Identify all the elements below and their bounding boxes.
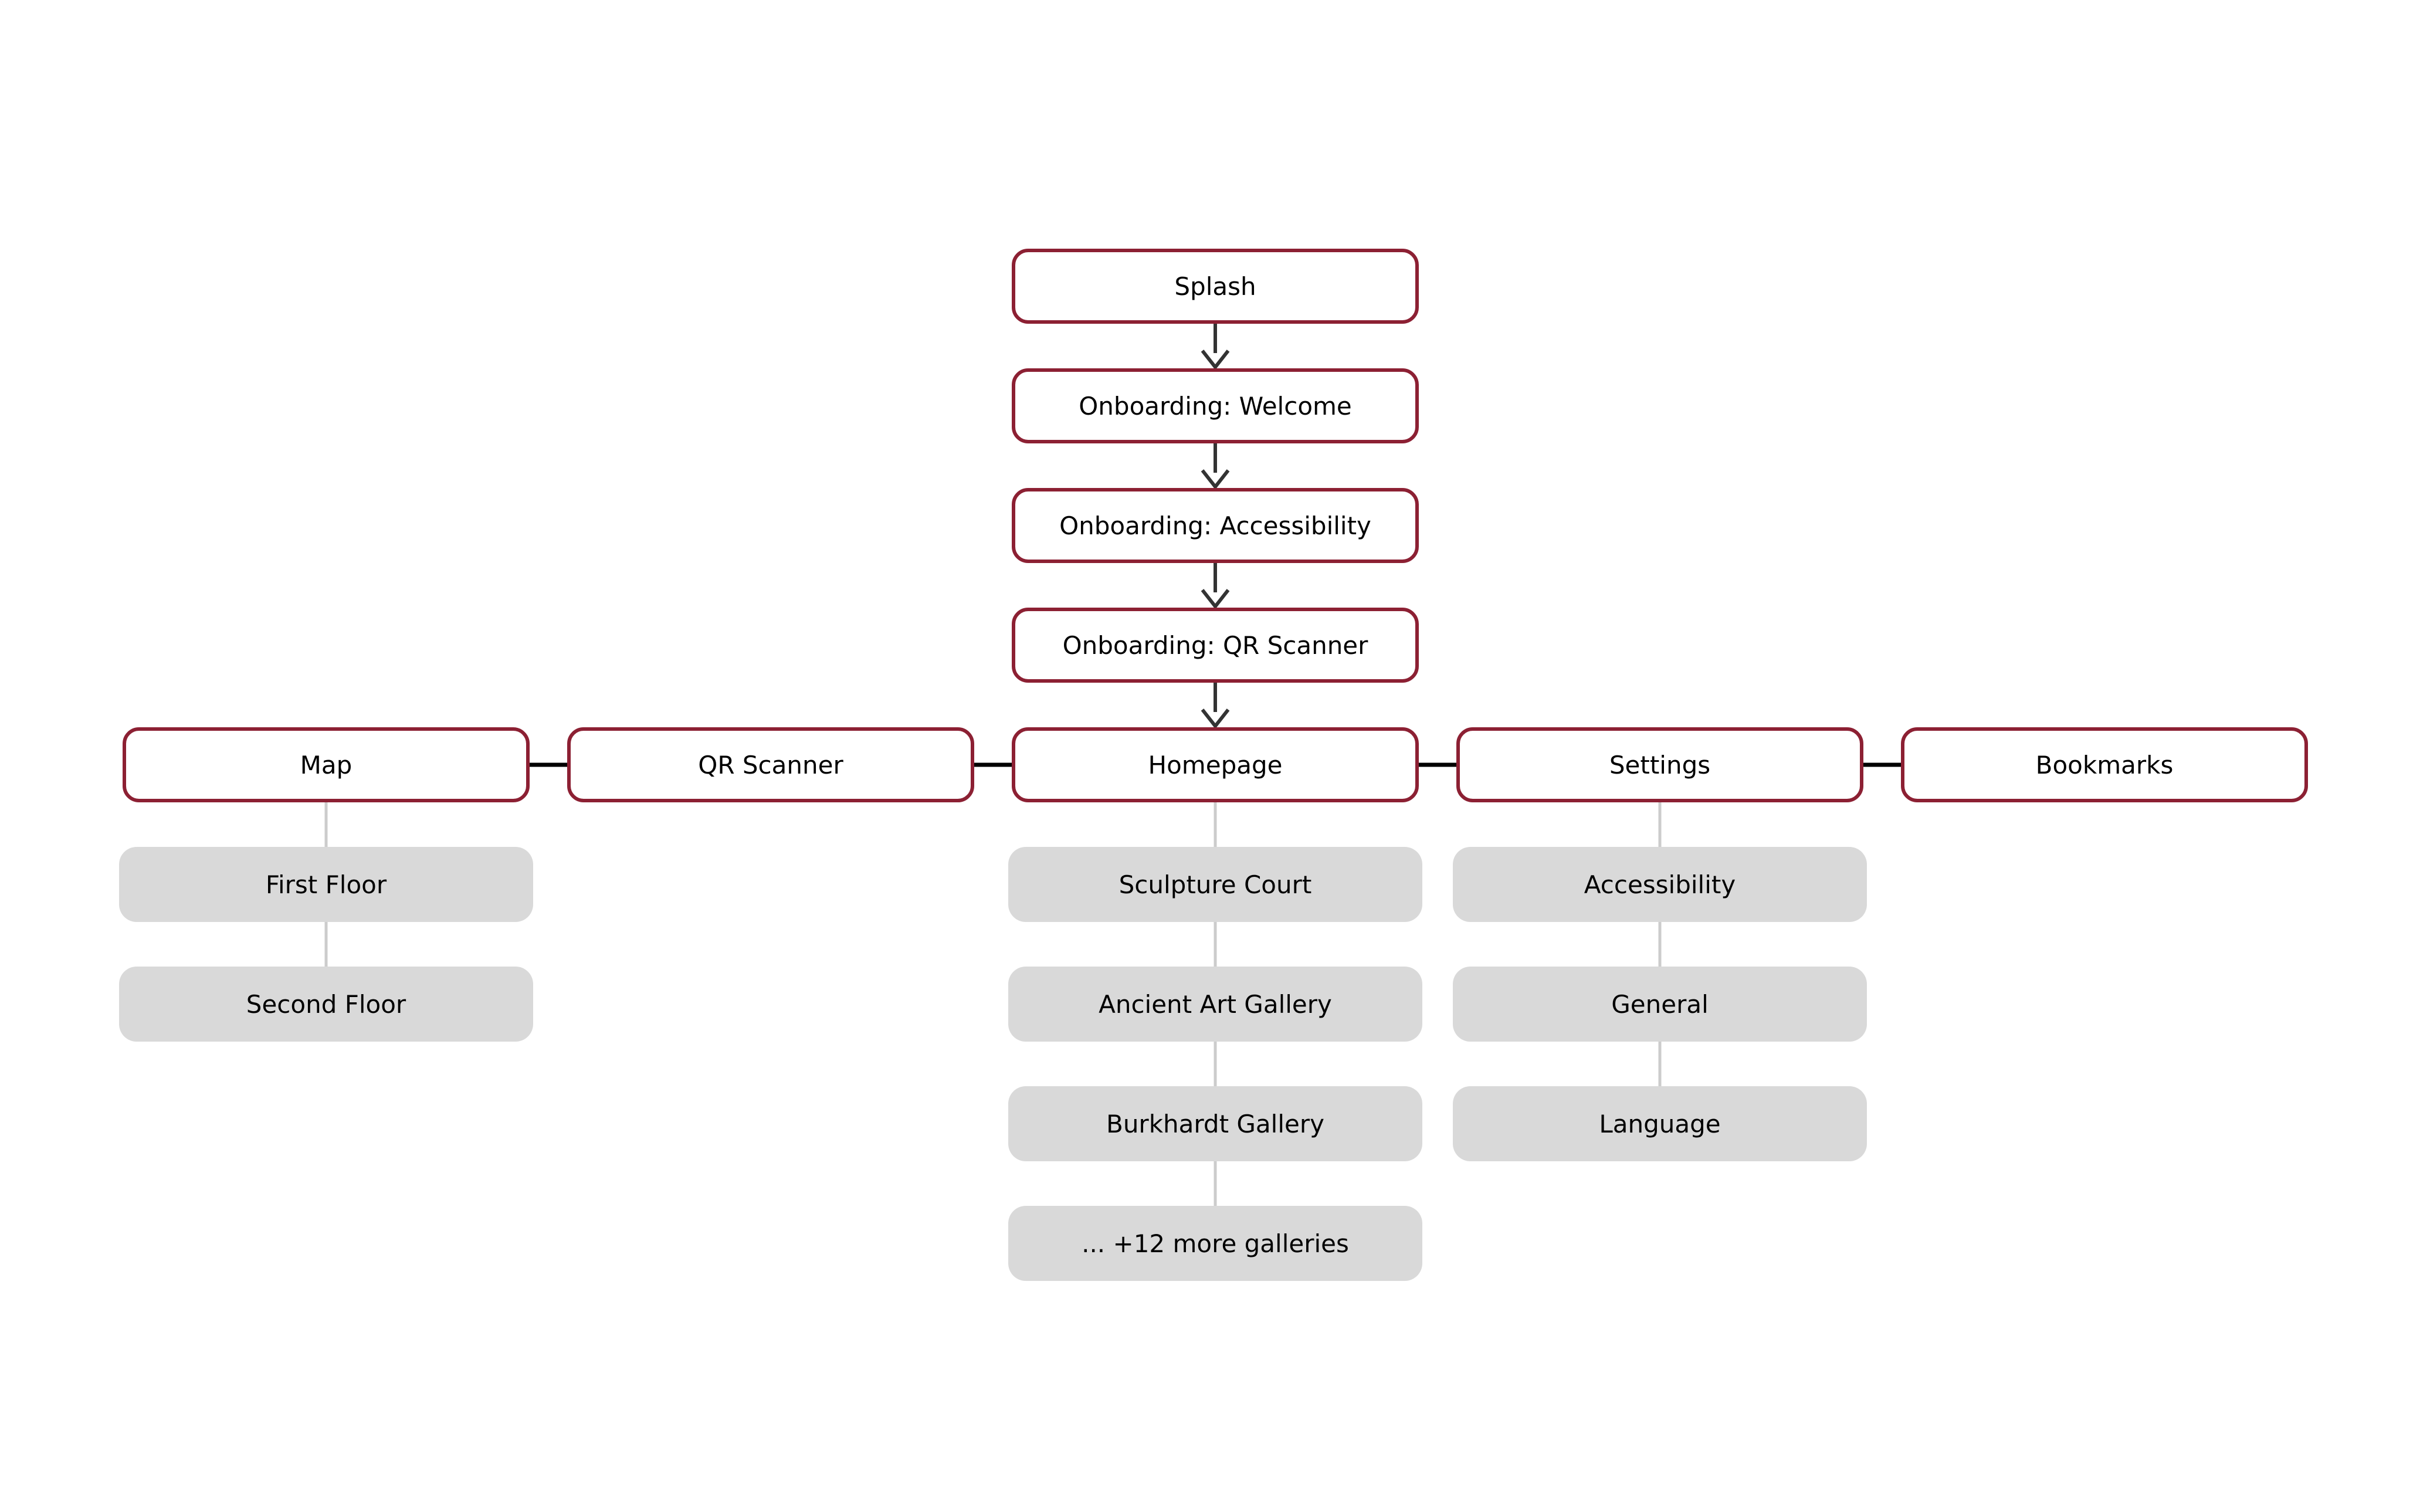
node-onboarding-qr-scanner: Onboarding: QR Scanner	[1012, 608, 1419, 683]
arrow-head-accessibility-to-qr	[1201, 589, 1230, 609]
node-qr-scanner: QR Scanner	[567, 727, 974, 802]
node-onboarding-welcome: Onboarding: Welcome	[1012, 368, 1419, 443]
node-onboarding-accessibility: Onboarding: Accessibility	[1012, 488, 1419, 563]
child-links	[324, 801, 1662, 1207]
flow-arrows	[1201, 324, 1230, 729]
node-second-floor: Second Floor	[119, 967, 533, 1042]
node-map: Map	[123, 727, 530, 802]
node-first-floor: First Floor	[119, 847, 533, 922]
arrow-head-welcome-to-accessibility	[1201, 469, 1230, 490]
node-sculpture-court: Sculpture Court	[1008, 847, 1422, 922]
node-settings: Settings	[1456, 727, 1863, 802]
node-bookmarks: Bookmarks	[1901, 727, 2308, 802]
node-splash: Splash	[1012, 249, 1419, 324]
node-homepage: Homepage	[1012, 727, 1419, 802]
node-ancient-art-gallery: Ancient Art Gallery	[1008, 967, 1422, 1042]
node-more-galleries: ... +12 more galleries	[1008, 1206, 1422, 1281]
node-burkhardt-gallery: Burkhardt Gallery	[1008, 1086, 1422, 1161]
node-settings-general: General	[1453, 967, 1867, 1042]
node-settings-language: Language	[1453, 1086, 1867, 1161]
arrow-head-qr-to-homepage	[1201, 708, 1230, 729]
node-settings-accessibility: Accessibility	[1453, 847, 1867, 922]
arrow-head-splash-to-welcome	[1201, 350, 1230, 370]
